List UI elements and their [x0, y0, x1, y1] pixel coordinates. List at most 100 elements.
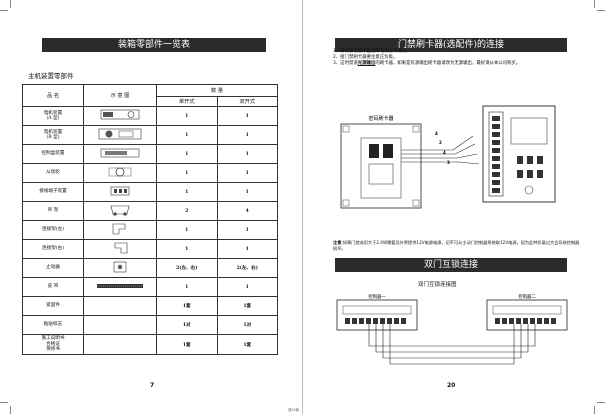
section2-title: 双门互锁连接 — [335, 258, 567, 272]
part-diagram — [83, 277, 157, 297]
qty-single: 1套 — [156, 334, 218, 355]
part-diagram — [83, 163, 157, 183]
part-diagram — [83, 296, 157, 316]
part-diagram — [83, 106, 157, 126]
qty-double: 1 — [216, 144, 278, 164]
part-icon — [95, 336, 145, 352]
qty-single: 1 — [156, 144, 218, 164]
part-name: 粘贴标志 — [22, 315, 84, 335]
qty-single: 1 — [156, 106, 218, 126]
col-header-name: 品 名 — [22, 84, 84, 107]
part-name: 紧固件 — [22, 296, 84, 316]
qty-double: 2(左、右) — [216, 258, 278, 278]
part-diagram — [83, 239, 157, 259]
part-icon — [95, 316, 145, 332]
right-page: 门禁刷卡器(选配件)的连接 1、所有接线操作应在断电状态下进行。 2、接门禁刷卡… — [313, 12, 589, 397]
part-diagram — [83, 144, 157, 164]
qty-single: 1对 — [156, 315, 218, 335]
part-name: 连接架(左) — [22, 220, 84, 240]
qty-double: 1套 — [216, 296, 278, 316]
note-3: 3、这时禁道光源输出的刷卡器，如果是有源输出刷卡器请改为无源输出，最好请从本公司… — [333, 61, 521, 67]
part-name: 从动轮 — [22, 163, 84, 183]
interlock-diagram-title: 双门互锁连接图 — [418, 282, 457, 288]
qty-single: 2(左、右) — [156, 258, 218, 278]
qty-double: 1 — [216, 163, 278, 183]
part-name: 电机装置 (A 型) — [22, 106, 84, 126]
wire-number-3: 4 — [443, 150, 446, 155]
qty-single: 1 — [156, 239, 218, 259]
col-header-quantity: 数 量 — [156, 84, 278, 97]
part-diagram — [83, 258, 157, 278]
qty-single: 2 — [156, 201, 218, 221]
controller-1-box — [336, 299, 418, 331]
part-icon — [100, 109, 140, 120]
qty-single: 1 — [156, 182, 218, 202]
footer-code: 双20版 — [288, 408, 300, 412]
connection-notes: 1、所有接线操作应在断电状态下进行。 2、接门禁刷卡器要注意正负极。 3、这时禁… — [333, 49, 573, 68]
part-icon — [98, 128, 142, 140]
qty-single: 1 — [156, 125, 218, 145]
page-fold — [302, 0, 303, 414]
qty-double: 1 — [216, 220, 278, 240]
part-icon — [110, 186, 130, 196]
interlock-wiring-diagram: 控制器一 控制器二 — [336, 293, 568, 365]
left-page-number: 7 — [150, 382, 155, 389]
qty-double: 1 — [216, 182, 278, 202]
part-icon — [95, 297, 145, 313]
card-reader-wiring-diagram: 密码刷卡器 4 2 4 3 — [340, 105, 556, 209]
left-page-title: 装箱零部件一览表 — [42, 38, 266, 52]
wire-number-2: 2 — [439, 140, 442, 145]
part-diagram — [83, 220, 157, 240]
table-row: 止动器 2(左、右)2(左、右) — [22, 258, 278, 278]
part-name: 吊 架 — [22, 201, 84, 221]
col-header-double: 双开式 — [216, 96, 278, 107]
qty-single: 1套 — [156, 296, 218, 316]
part-name: 止动器 — [22, 258, 84, 278]
note-2: 2、接门禁刷卡器要注意正负极。 — [333, 55, 398, 61]
card-reader-box — [340, 123, 422, 209]
qty-single: 1 — [156, 220, 218, 240]
part-name: 控制盒装置 — [22, 144, 84, 164]
part-icon — [110, 205, 130, 216]
col-header-diagram: 示 意 图 — [83, 84, 157, 107]
part-icon — [108, 167, 132, 177]
wire-number-4: 3 — [447, 160, 450, 165]
qty-single: 1 — [156, 277, 218, 297]
left-subtitle: 主机装置零部件 — [28, 72, 74, 80]
part-diagram — [83, 182, 157, 202]
note-3-emphasis: 光源输出 — [357, 61, 376, 67]
qty-double: 4 — [216, 201, 278, 221]
note-1: 1、所有接线操作应在断电状态下进行。 — [333, 49, 411, 54]
part-name: 施工说明书 合格证 保修书 — [22, 334, 84, 355]
warning-body: :如果门禁选用大于2.4W需要及外界提供12V电源电源，切不可从主动门控制器系统… — [333, 240, 580, 251]
qty-single: 1 — [156, 163, 218, 183]
part-name: 皮 带 — [22, 277, 84, 297]
controller-1-label: 控制器一 — [368, 293, 386, 300]
part-name: 接线端子装置 — [22, 182, 84, 202]
col-header-single: 单开式 — [156, 96, 218, 107]
card-reader-label: 密码刷卡器 — [368, 115, 393, 122]
part-icon — [97, 284, 143, 288]
wire-number-1: 4 — [435, 131, 438, 136]
part-name: 连接架(右) — [22, 239, 84, 259]
right-page-title: 门禁刷卡器(选配件)的连接 — [335, 38, 567, 52]
part-diagram — [83, 201, 157, 221]
part-diagram — [83, 334, 157, 355]
part-icon — [114, 242, 128, 254]
part-name: 电机装置 (B 型) — [22, 125, 84, 145]
part-diagram — [83, 315, 157, 335]
part-icon — [113, 261, 127, 273]
right-page-number: 20 — [447, 382, 456, 389]
qty-double: 1 — [216, 277, 278, 297]
part-icon — [112, 223, 126, 235]
